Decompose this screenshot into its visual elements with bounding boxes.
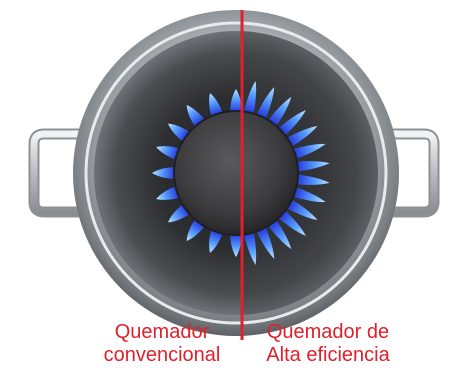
conventional-flame-15 bbox=[156, 185, 181, 200]
right-handle-icon bbox=[382, 128, 440, 218]
conventional-flame-17 bbox=[156, 146, 181, 161]
high-efficiency-label-line2: Alta eficiencia bbox=[266, 344, 390, 366]
high-efficiency-flame-6 bbox=[285, 126, 318, 148]
high-efficiency-label-line1: Quemador de bbox=[266, 321, 390, 343]
high-efficiency-flame-7 bbox=[291, 143, 326, 160]
high-efficiency-burner-flames bbox=[243, 81, 330, 265]
high-efficiency-flame-3 bbox=[255, 87, 275, 121]
pot-interior-right-half bbox=[242, 31, 378, 315]
high-efficiency-flame-9 bbox=[295, 174, 330, 185]
high-efficiency-flame-15 bbox=[243, 230, 257, 265]
high-efficiency-flame-13 bbox=[267, 218, 292, 250]
burner-cap bbox=[174, 111, 298, 235]
high-efficiency-flame-5 bbox=[277, 110, 306, 137]
high-efficiency-flame-14 bbox=[255, 225, 275, 259]
conventional-flame-20 bbox=[209, 93, 224, 118]
conventional-flame-12 bbox=[209, 228, 224, 253]
high-efficiency-flame-2 bbox=[243, 81, 257, 116]
high-efficiency-flame-12 bbox=[277, 209, 306, 236]
left-handle-icon bbox=[28, 128, 88, 218]
high-efficiency-flame-10 bbox=[291, 186, 326, 203]
conventional-flame-16 bbox=[152, 167, 176, 179]
high-efficiency-flame-11 bbox=[285, 198, 318, 220]
burner-cap-ring bbox=[173, 110, 299, 236]
conventional-flame-1 bbox=[230, 89, 242, 113]
high-efficiency-flame-8 bbox=[295, 161, 330, 172]
conventional-label-line2: convencional bbox=[103, 344, 221, 366]
conventional-burner-label: Quemador convencional bbox=[92, 321, 232, 367]
pot-rim-edge bbox=[84, 21, 388, 325]
conventional-label-line1: Quemador bbox=[114, 321, 210, 343]
high-efficiency-flame-4 bbox=[267, 96, 292, 128]
high-efficiency-burner-label: Quemador de Alta eficiencia bbox=[248, 321, 408, 367]
conventional-flame-11 bbox=[230, 233, 242, 257]
